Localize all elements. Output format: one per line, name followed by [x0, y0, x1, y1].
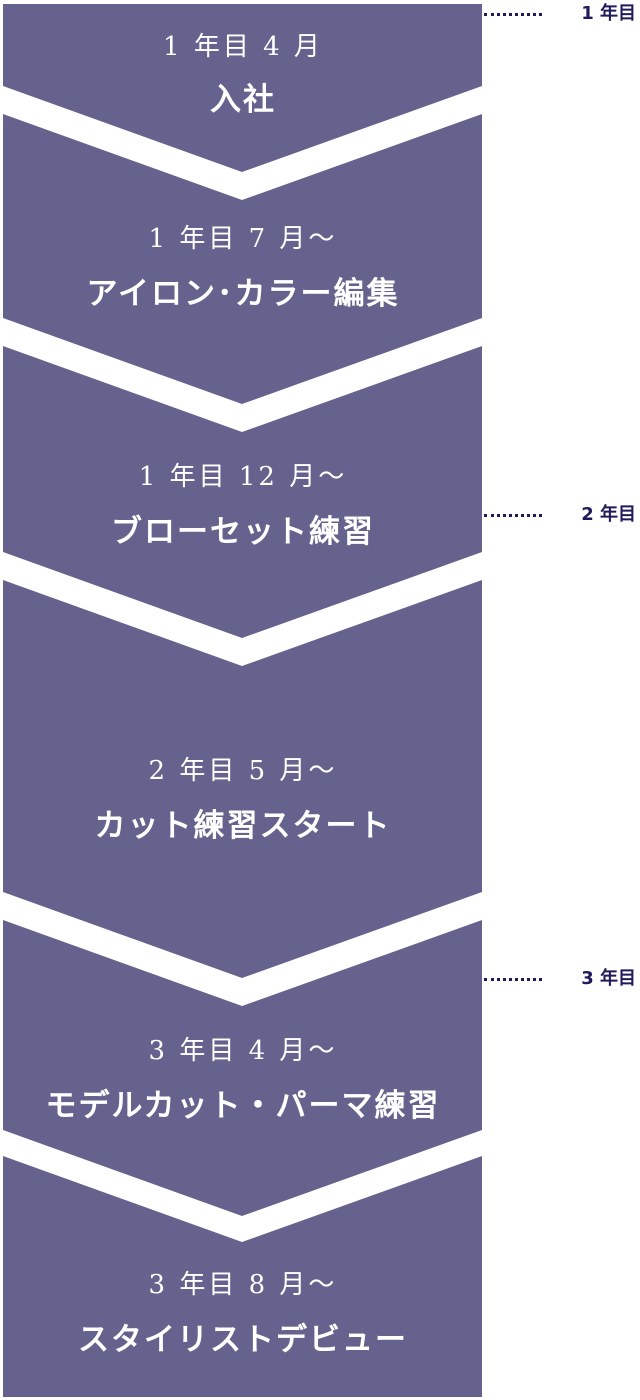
step-date: 3 年目 4 月〜: [148, 1036, 338, 1066]
step-title: スタイリストデビュー: [78, 1322, 408, 1358]
flow-step-shape: [3, 114, 482, 404]
flow-step-shape: [3, 1156, 482, 1397]
flow-step-shape: [3, 4, 482, 172]
step-title: アイロン･カラー編集: [86, 276, 400, 312]
step-date: 2 年目 5 月〜: [148, 756, 338, 786]
flow-step-2: 1 年目 7 月〜 アイロン･カラー編集: [3, 222, 483, 316]
step-date: 3 年目 8 月〜: [148, 1270, 338, 1300]
flow-step-shape: [3, 346, 482, 638]
flow-step-6: 3 年目 8 月〜 スタイリストデビュー: [3, 1268, 483, 1362]
step-date: 1 年目 7 月〜: [148, 224, 338, 254]
flow-step-3: 1 年目 12 月〜 ブローセット練習: [3, 460, 483, 554]
year-marker-1: 1 年目: [484, 4, 640, 24]
flow-step-1: 1 年目 4 月 入社: [3, 30, 483, 122]
year-marker-3: 3 年目: [484, 969, 640, 989]
year-marker-2: 2 年目: [484, 505, 640, 525]
year-marker-label: 1 年目: [581, 3, 636, 24]
flow-step-4: 2 年目 5 月〜 カット練習スタート: [3, 754, 483, 848]
dotted-leader: [484, 978, 542, 981]
step-date: 1 年目 12 月〜: [138, 462, 348, 492]
step-title: モデルカット・パーマ練習: [45, 1088, 441, 1124]
flow-step-shape: [3, 920, 482, 1216]
flow-step-5: 3 年目 4 月〜 モデルカット・パーマ練習: [3, 1034, 483, 1128]
year-marker-label: 2 年目: [581, 504, 636, 525]
step-title: ブローセット練習: [111, 514, 375, 550]
step-title: カット練習スタート: [94, 808, 392, 844]
step-title: 入社: [210, 82, 276, 118]
year-marker-label: 3 年目: [581, 968, 636, 989]
flow-step-shape: [3, 580, 482, 978]
dotted-leader: [484, 13, 542, 16]
dotted-leader: [484, 514, 542, 517]
step-date: 1 年目 4 月: [163, 32, 323, 62]
